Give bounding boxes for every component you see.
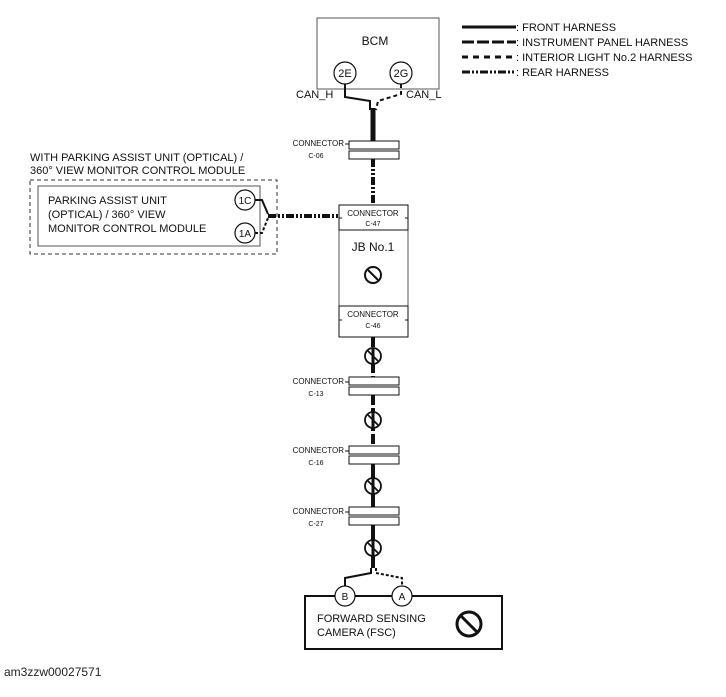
connector-c46-label: CONNECTOR: [347, 310, 399, 319]
bcm-title: BCM: [362, 34, 389, 48]
connector-c16-label: CONNECTOR: [293, 446, 345, 455]
connector-c13-top: [348, 376, 400, 386]
twisted-pair-icon-3: [364, 477, 382, 495]
connector-c27-id: C-27: [308, 521, 323, 528]
option-label-line2: 360° VIEW MONITOR CONTROL MODULE: [30, 165, 245, 177]
bcm-pin-2g-label: 2G: [394, 68, 409, 80]
connector-c27-label: CONNECTOR: [293, 507, 345, 516]
fsc-module: B A FORWARD SENSING CAMERA (FSC): [304, 585, 503, 650]
connector-c46-box: [338, 305, 409, 338]
pam-label-line3: MONITOR CONTROL MODULE: [48, 223, 206, 235]
pam-label-line2: (OPTICAL) / 360° VIEW: [48, 209, 166, 221]
jb-title: JB No.1: [352, 240, 395, 254]
can-l-label: CAN_L: [406, 89, 441, 101]
connector-c47-label: CONNECTOR: [347, 209, 399, 218]
legend-instrument-label: : INSTRUMENT PANEL HARNESS: [516, 37, 688, 49]
fsc-pin-a: [391, 585, 413, 607]
jb-no1: CONNECTOR C-47 JB No.1 CONNECTOR C-46: [338, 204, 409, 338]
connector-c16-id: C-16: [308, 460, 323, 467]
bcm-pin-2e-label: 2E: [338, 68, 351, 80]
pam-wire-1a: [255, 217, 269, 234]
connector-c46-id: C-46: [365, 323, 380, 330]
figure-id-caption: am3zzw00027571: [4, 665, 102, 679]
fsc-label-line2: CAMERA (FSC): [317, 627, 396, 639]
connector-c06-id: C-06: [308, 153, 323, 160]
twisted-pair-icon-2: [364, 411, 382, 429]
pam-wire-1c: [255, 199, 269, 215]
can-h-label: CAN_H: [296, 89, 333, 101]
legend-rear-label: : REAR HARNESS: [516, 67, 609, 79]
connector-c06-top: [348, 140, 400, 150]
connector-c06-bottom: [348, 150, 400, 160]
connector-c13-id: C-13: [308, 391, 323, 398]
jb-prohibit-icon: [364, 266, 382, 284]
legend: : FRONT HARNESS : INSTRUMENT PANEL HARNE…: [462, 22, 692, 79]
connector-c06: CONNECTOR C-06: [293, 139, 400, 160]
fsc-pin-a-label: A: [399, 592, 406, 603]
connector-c16: CONNECTOR C-16: [293, 445, 400, 467]
fsc-prohibit-icon: [455, 610, 483, 638]
option-group: WITH PARKING ASSIST UNIT (OPTICAL) / 360…: [29, 152, 339, 255]
can-l-wire: [375, 84, 402, 111]
fsc-label-line1: FORWARD SENSING: [317, 613, 426, 625]
connector-c47-id: C-47: [365, 221, 380, 228]
twisted-pair-icon-4: [364, 539, 382, 557]
connector-c13-bottom: [348, 386, 400, 396]
fsc-wire-a: [375, 568, 403, 586]
fsc-pin-b-label: B: [342, 592, 349, 603]
connector-c16-top: [348, 445, 400, 455]
bcm-module: BCM 2E 2G CAN_H CAN_L: [296, 17, 441, 101]
connector-c16-bottom: [348, 455, 400, 465]
connector-c27-top: [348, 506, 400, 516]
option-label-line1: WITH PARKING ASSIST UNIT (OPTICAL) /: [30, 152, 244, 164]
legend-interior-label: : INTERIOR LIGHT No.2 HARNESS: [516, 52, 692, 64]
connector-c47-box: [338, 204, 409, 231]
can-h-wire: [344, 84, 371, 110]
pam-box: [37, 185, 261, 247]
bcm-wiring: [344, 84, 402, 141]
pam-label-line1: PARKING ASSIST UNIT: [48, 195, 167, 207]
connector-c13: CONNECTOR C-13: [293, 376, 400, 398]
fsc-wire-b: [344, 568, 372, 586]
option-dashed-frame: [29, 179, 278, 255]
twisted-pair-icon-1: [364, 347, 382, 365]
connector-c06-label: CONNECTOR: [293, 139, 345, 148]
fsc-pin-b: [334, 585, 356, 607]
connector-c13-label: CONNECTOR: [293, 377, 345, 386]
pam-pin-1c-label: 1C: [239, 196, 252, 207]
connector-c27: CONNECTOR C-27: [293, 506, 400, 528]
pam-pin-1a-label: 1A: [239, 229, 252, 240]
legend-front-label: : FRONT HARNESS: [516, 22, 616, 34]
connector-c27-bottom: [348, 516, 400, 526]
